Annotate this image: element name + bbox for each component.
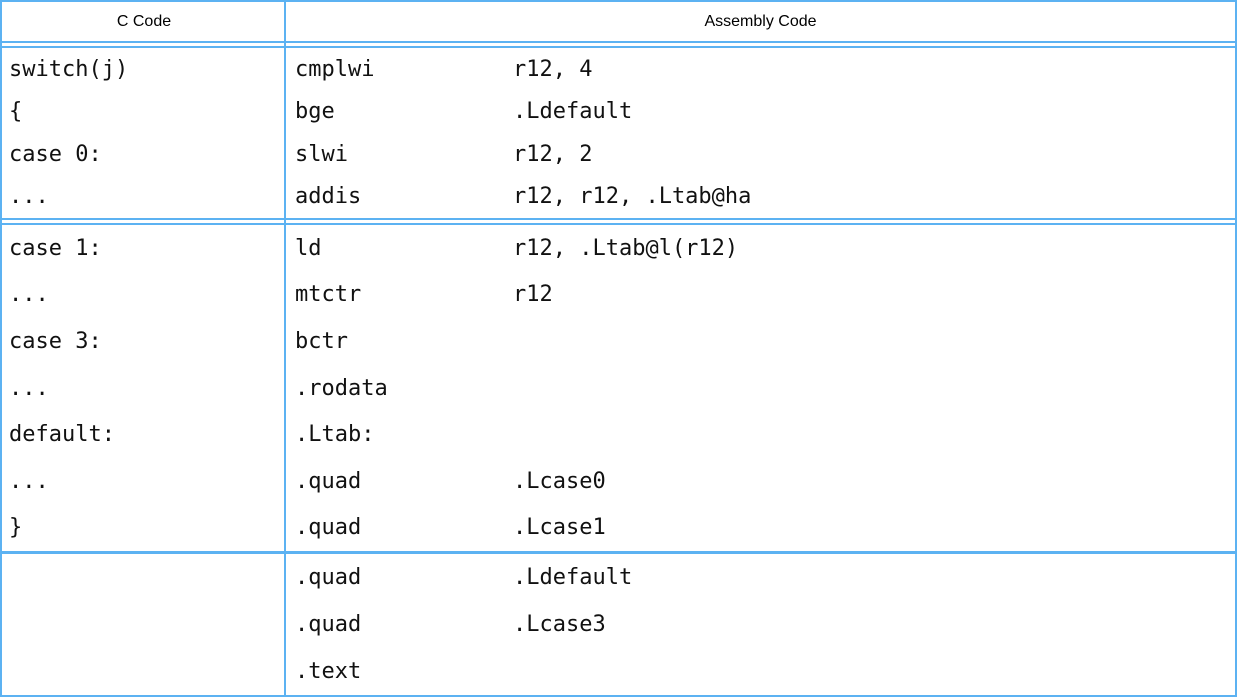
operands: r12, 2: [513, 141, 593, 167]
c-code-line: ...: [9, 468, 49, 494]
assembly-line: .rodata: [295, 365, 1235, 412]
double-rule-gap: [2, 43, 1235, 46]
assembly-line: .text: [295, 648, 1235, 695]
assembly-line: bctr: [295, 318, 1235, 365]
c-code-line: switch(j): [9, 56, 129, 82]
assembly-line: bge .Ldefault: [295, 91, 1235, 134]
assembly-cell: cmplwi r12, 4 bge .Ldefault slwi r12, 2 add…: [286, 48, 1235, 218]
c-code-line: ...: [9, 375, 49, 401]
assembly-line: .quad .Lcase3: [295, 601, 1235, 648]
header-c-code: C Code: [116, 12, 172, 30]
mnemonic: .rodata: [295, 375, 388, 401]
c-code-line: ...: [9, 282, 49, 308]
assembly-line: .quad .Lcase1: [295, 505, 1235, 551]
mnemonic: .Ltab:: [295, 422, 375, 448]
table-section-2: case 1: ... case 3: ... default: ... } l…: [2, 223, 1235, 551]
operands: r12, r12, .Ltab@ha: [513, 184, 752, 210]
c-code-line: case 3:: [9, 328, 102, 354]
header-assembly-code: Assembly Code: [704, 12, 817, 30]
c-code-line: case 0:: [9, 141, 102, 167]
assembly-line: cmplwi r12, 4: [295, 48, 1235, 91]
mnemonic: .quad: [295, 468, 362, 494]
c-code-line: default:: [9, 422, 115, 448]
operands: .Ldefault: [513, 99, 633, 125]
mnemonic: .quad: [295, 565, 362, 590]
mnemonic: .text: [295, 659, 362, 684]
c-code-line: }: [9, 515, 23, 541]
operands: .Ldefault: [513, 565, 633, 590]
assembly-line: ld r12, .Ltab@l(r12): [295, 225, 1235, 272]
mnemonic: .quad: [295, 612, 362, 637]
assembly-cell: ld r12, .Ltab@l(r12) mtctr r12 bctr .rodat…: [286, 225, 1235, 551]
assembly-line: .quad .Ldefault: [295, 554, 1235, 601]
mnemonic: bctr: [295, 328, 348, 354]
mnemonic: cmplwi: [295, 56, 375, 82]
assembly-line: slwi r12, 2: [295, 133, 1235, 176]
assembly-line: .quad .Lcase0: [295, 458, 1235, 505]
mnemonic: ld: [295, 235, 322, 261]
c-code-line: {: [9, 99, 23, 125]
mnemonic: slwi: [295, 141, 348, 167]
double-rule-gap: [2, 220, 1235, 223]
mnemonic: mtctr: [295, 282, 362, 308]
operands: .Lcase3: [513, 612, 606, 637]
operands: r12, .Ltab@l(r12): [513, 235, 739, 261]
mnemonic: .quad: [295, 515, 362, 541]
table-section-3: .quad .Ldefault .quad .Lcase3 .text: [2, 551, 1235, 695]
assembly-line: mtctr r12: [295, 272, 1235, 319]
assembly-cell: .quad .Ldefault .quad .Lcase3 .text: [286, 554, 1235, 695]
c-code-cell-empty: [2, 554, 286, 695]
mnemonic: bge: [295, 99, 335, 125]
table-section-1: switch(j) { case 0: ... cmplwi r12, 4 bge…: [2, 46, 1235, 220]
operands: .Lcase1: [513, 515, 606, 541]
table-header-row: C Code Assembly Code: [2, 2, 1235, 43]
operands: r12: [513, 282, 553, 308]
assembly-line: .Ltab:: [295, 411, 1235, 458]
c-code-line: ...: [9, 184, 49, 210]
c-code-line: case 1:: [9, 235, 102, 261]
c-code-cell: switch(j) { case 0: ...: [2, 48, 286, 218]
column-divider: [284, 2, 286, 695]
c-code-cell: case 1: ... case 3: ... default: ... }: [2, 225, 286, 551]
assembly-line: addis r12, r12, .Ltab@ha: [295, 176, 1235, 219]
operands: r12, 4: [513, 56, 593, 82]
mnemonic: addis: [295, 184, 362, 210]
operands: .Lcase0: [513, 468, 606, 494]
